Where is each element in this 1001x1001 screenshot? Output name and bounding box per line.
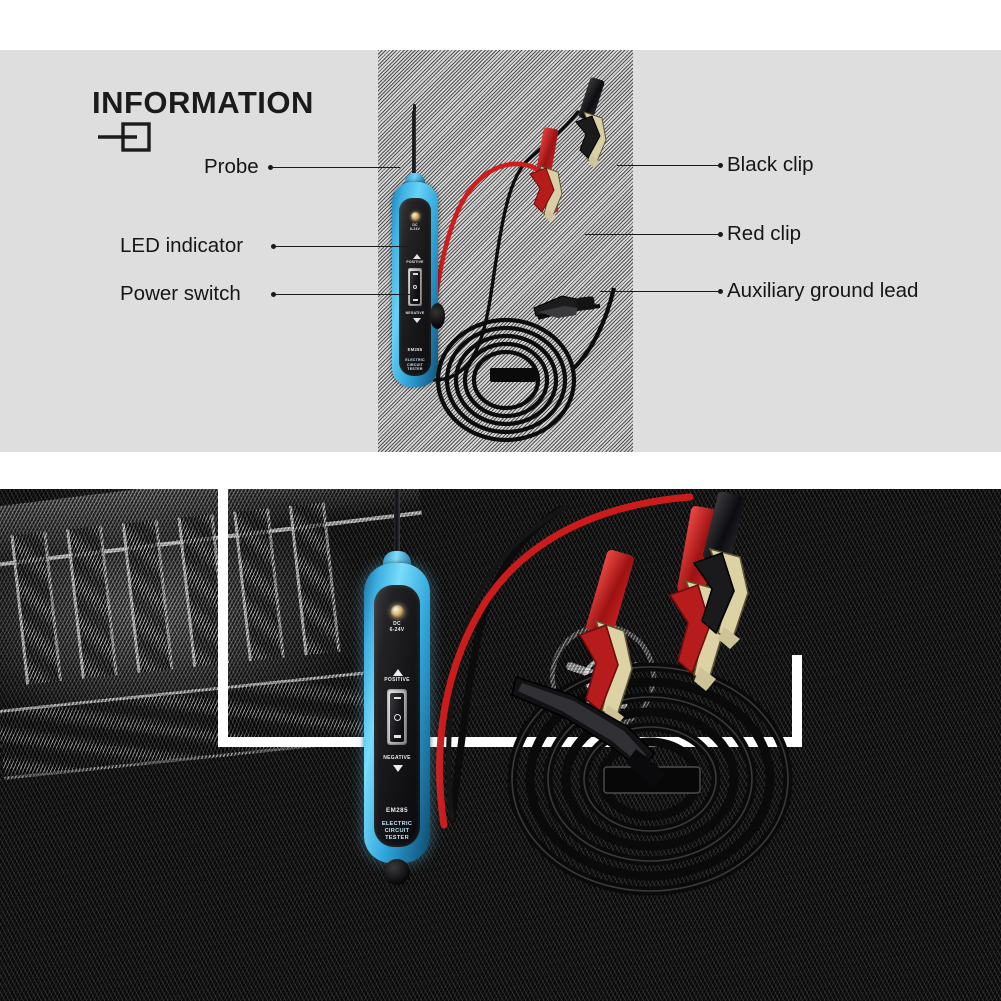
callout-auxiliary-ground-lead-label: Auxiliary ground lead <box>727 279 919 302</box>
photo-switch-bottom-bar-icon <box>393 734 401 738</box>
callout-probe: Probe <box>204 155 259 179</box>
callout-power-switch: Power switch <box>120 282 241 306</box>
black-clip <box>560 76 620 170</box>
red-clip <box>516 127 576 224</box>
photo-led-rating-label: DC 6-24V <box>389 621 405 633</box>
callout-probe-dot <box>268 165 273 170</box>
photo-power-switch-rocker[interactable] <box>390 692 404 742</box>
callout-black-clip-label: Black clip <box>727 153 814 176</box>
black-clip-jaws <box>575 111 607 168</box>
photo-auxiliary-ground-clip <box>508 661 698 791</box>
callout-led-indicator-dot <box>271 244 276 249</box>
callout-red-clip-label: Red clip <box>727 222 802 245</box>
negative-label: NEGATIVE <box>405 311 425 315</box>
photo-black-clip <box>664 490 776 649</box>
page-title: INFORMATION <box>92 85 314 120</box>
callout-auxiliary-ground-lead: Auxiliary ground lead <box>727 279 918 303</box>
photo-aux-clip-jaws <box>511 675 666 787</box>
photo-led-indicator-lamp <box>391 605 404 618</box>
photo-negative-triangle-icon <box>393 765 403 772</box>
photo-device-model-label: EM285 <box>385 807 409 814</box>
photo-circuit-tester-device: DC 6-24V POSITIVE NEGATIVE EM285 ELECTRI… <box>364 489 430 885</box>
device-product-name: ELECTRIC CIRCUIT TESTER <box>405 358 425 372</box>
photo-lead-strain-relief <box>384 859 410 885</box>
auxiliary-ground-clip <box>528 282 598 328</box>
switch-top-bar-icon <box>412 273 418 275</box>
callout-led-indicator-label: LED indicator <box>120 234 244 257</box>
photo-device-product-name: ELECTRIC CIRCUIT TESTER <box>381 821 413 841</box>
positive-label: POSITIVE <box>406 260 424 264</box>
probe-shaft <box>412 110 416 186</box>
device-model-label: EM285 <box>407 347 423 352</box>
callout-power-switch-line <box>275 294 410 295</box>
callout-auxiliary-ground-lead-line <box>600 291 720 292</box>
arrow-into-square-icon <box>98 122 151 152</box>
information-panel: INFORMATION DC 6-24V <box>0 50 1001 452</box>
photo-red-clip-b <box>556 548 666 731</box>
aux-clip-jaws <box>533 295 595 318</box>
callout-black-clip-line <box>617 165 720 166</box>
photo-switch-top-bar-icon <box>393 696 401 700</box>
power-switch[interactable] <box>408 268 422 306</box>
switch-center-dot-icon <box>412 284 418 290</box>
callout-led-indicator: LED indicator <box>120 234 243 258</box>
callout-power-switch-label: Power switch <box>120 282 241 305</box>
probe-tip-point <box>412 104 416 113</box>
product-photo-stage: DC 6-24V POSITIVE NEGATIVE EM285 ELECTRI… <box>378 50 633 452</box>
photo-positive-label: POSITIVE <box>384 677 410 683</box>
red-clip-jaws <box>529 165 563 222</box>
led-indicator-lamp <box>411 212 420 221</box>
photo-positive-triangle-icon <box>393 669 403 676</box>
callout-red-clip-dot <box>718 232 723 237</box>
photo-red-clip-b-jaws <box>578 619 633 729</box>
photo-device-face-panel: DC 6-24V POSITIVE NEGATIVE EM285 ELECTRI… <box>374 585 420 847</box>
photo-red-wire <box>436 493 694 829</box>
photo-negative-label: NEGATIVE <box>383 755 411 761</box>
callout-black-clip: Black clip <box>727 153 814 177</box>
callout-black-clip-dot <box>718 163 723 168</box>
photo-power-switch[interactable] <box>387 689 407 745</box>
frame-left-edge <box>218 489 228 747</box>
callout-red-clip: Red clip <box>727 222 801 246</box>
callout-probe-line <box>272 167 400 168</box>
photo-probe-shaft <box>394 489 400 565</box>
photo-coiled-cable <box>507 662 793 896</box>
negative-triangle-icon <box>412 318 421 323</box>
photo-black-clip-jaws <box>692 547 749 649</box>
circuit-tester-device: DC 6-24V POSITIVE NEGATIVE EM285 ELECTRI… <box>392 104 438 387</box>
lifestyle-photo: DC 6-24V POSITIVE NEGATIVE EM285 ELECTRI… <box>0 489 1001 1001</box>
switch-bottom-bar-icon <box>412 299 418 301</box>
callout-power-switch-dot <box>271 292 276 297</box>
callout-led-indicator-line <box>275 246 409 247</box>
lead-strain-relief <box>430 303 445 329</box>
positive-triangle-icon <box>412 254 421 259</box>
callout-red-clip-line <box>585 234 720 235</box>
photo-black-wire <box>446 504 569 823</box>
frame-right-edge <box>792 655 802 747</box>
photo-switch-center-dot-icon <box>393 713 401 721</box>
device-face-panel: DC 6-24V POSITIVE NEGATIVE EM285 ELECTRI… <box>399 198 431 376</box>
led-rating-label: DC 6-24V <box>409 223 421 232</box>
power-switch-rocker[interactable] <box>410 270 420 304</box>
callout-probe-label: Probe <box>204 155 259 178</box>
frame-bottom-edge <box>218 737 802 747</box>
callout-auxiliary-ground-lead-dot <box>718 289 723 294</box>
